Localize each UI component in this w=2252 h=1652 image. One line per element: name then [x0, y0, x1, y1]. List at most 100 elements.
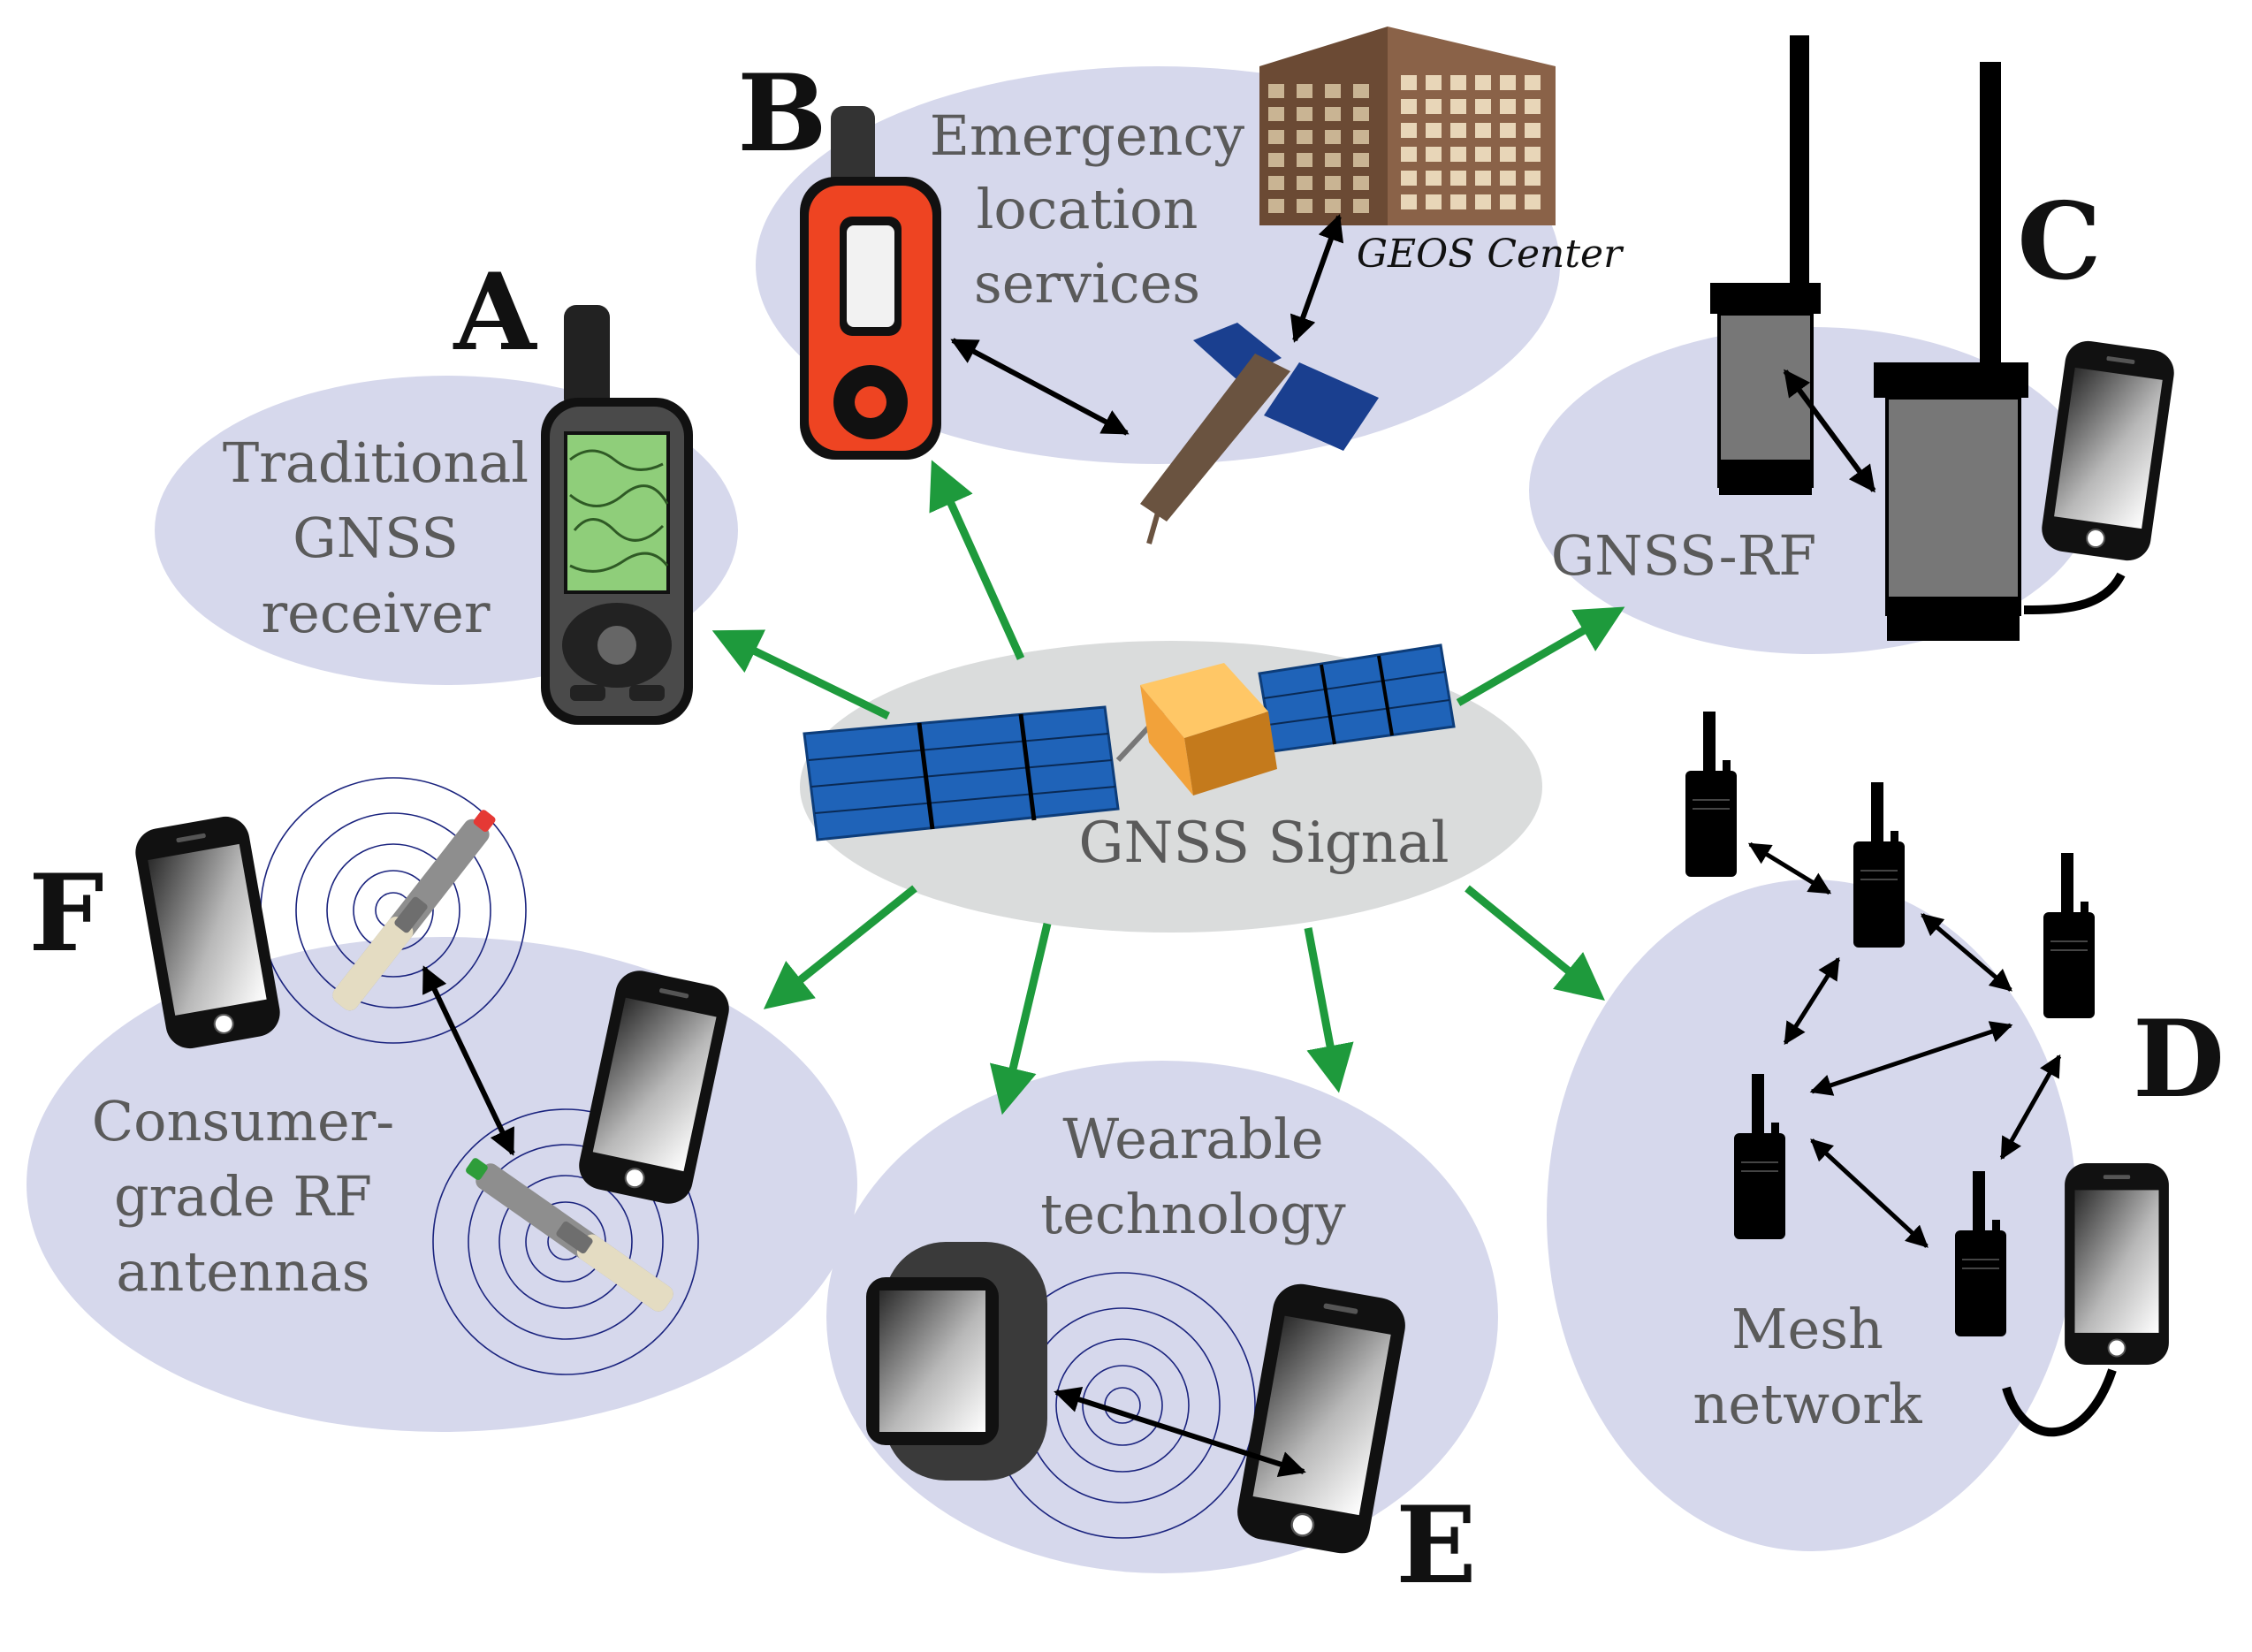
building-window: [1426, 123, 1442, 138]
building-window: [1500, 123, 1516, 138]
building-window: [1475, 123, 1491, 138]
building-window: [1525, 123, 1541, 138]
arrow-to-b: [929, 460, 1025, 660]
building-window: [1325, 107, 1341, 121]
building-window: [1297, 153, 1312, 167]
label-e-letter: E: [1396, 1483, 1476, 1608]
arrow-to-e2: [1304, 927, 1354, 1093]
rf-antenna-icon-1: [329, 810, 496, 1015]
building-window: [1353, 84, 1369, 98]
building-window: [1268, 153, 1284, 167]
radio-icon-1: [1685, 711, 1738, 878]
building-window: [1500, 147, 1516, 162]
building-window: [1426, 75, 1442, 90]
building-window: [1426, 171, 1442, 186]
wearable-link-arrow: [1054, 1386, 1306, 1478]
building-window: [1353, 130, 1369, 144]
building-window: [1525, 147, 1541, 162]
phone-icon-d: [2064, 1162, 2170, 1366]
building-window: [1268, 176, 1284, 190]
building-window: [1475, 99, 1491, 114]
building-window: [1325, 153, 1341, 167]
building-window: [1297, 199, 1312, 213]
phone-icon-c: [2037, 337, 2179, 565]
label-a-line-2: GNSS: [293, 506, 459, 570]
building-window: [1450, 194, 1466, 209]
building-window: [1525, 99, 1541, 114]
label-c-letter: C: [2017, 179, 2102, 304]
arrow-to-c: [1456, 606, 1625, 706]
label-d-letter: D: [2133, 997, 2225, 1122]
label-f-line-1: Consumer-: [92, 1089, 395, 1153]
smartwatch-icon: [866, 1242, 1047, 1481]
satellite-messenger-icon: [800, 106, 941, 460]
gps-receiver-icon: [541, 305, 693, 725]
label-b-letter: B: [737, 51, 826, 176]
building-window: [1268, 199, 1284, 213]
building-window: [1500, 171, 1516, 186]
building-window: [1401, 75, 1417, 90]
building-window: [1500, 99, 1516, 114]
building-window: [1475, 171, 1491, 186]
building-window: [1450, 123, 1466, 138]
label-a-line-1: Traditional: [223, 430, 529, 495]
building-window: [1450, 171, 1466, 186]
label-a-line-3: receiver: [262, 581, 491, 645]
comm-satellite-icon: [1140, 323, 1379, 544]
building-window: [1401, 123, 1417, 138]
building-window: [1401, 194, 1417, 209]
arrow-to-f: [763, 885, 917, 1009]
label-b-line-1: Emergency: [930, 103, 1244, 168]
building-window: [1297, 176, 1312, 190]
center-label: GNSS Signal: [1078, 811, 1449, 876]
building-window: [1297, 130, 1312, 144]
building-icon: [1259, 27, 1556, 225]
building-window: [1450, 99, 1466, 114]
building-window: [1426, 147, 1442, 162]
building-window: [1297, 107, 1312, 121]
building-window: [1426, 194, 1442, 209]
building-window: [1475, 147, 1491, 162]
building-window: [1450, 147, 1466, 162]
arrow-to-a: [711, 629, 890, 720]
radio-icon-3: [2043, 852, 2096, 1019]
label-f-letter: F: [28, 851, 103, 976]
gnss-satellite-icon: [803, 643, 1456, 841]
building-window: [1401, 99, 1417, 114]
building-window: [1426, 99, 1442, 114]
building-window: [1353, 176, 1369, 190]
building-window: [1525, 171, 1541, 186]
label-b-line-2: location: [977, 177, 1198, 241]
label-d-line-1: Mesh: [1731, 1297, 1883, 1361]
label-f-line-3: antennas: [116, 1239, 369, 1304]
building-window: [1525, 75, 1541, 90]
label-d-line-2: network: [1693, 1372, 1922, 1436]
building-window: [1475, 75, 1491, 90]
building-window: [1268, 130, 1284, 144]
building-window: [1353, 153, 1369, 167]
building-window: [1450, 75, 1466, 90]
label-c-line-1: GNSS-RF: [1551, 523, 1817, 588]
building-window: [1325, 84, 1341, 98]
arrow-to-e1: [989, 922, 1052, 1115]
mesh-link-arrows: [1747, 841, 2062, 1248]
label-e-line-2: technology: [1040, 1182, 1345, 1246]
building-window: [1353, 199, 1369, 213]
building-window: [1325, 176, 1341, 190]
label-e-line-1: Wearable: [1062, 1107, 1323, 1171]
rf-antenna-icon-2: [466, 1158, 677, 1315]
building-window: [1401, 147, 1417, 162]
building-window: [1353, 107, 1369, 121]
building-window: [1268, 107, 1284, 121]
building-window: [1500, 194, 1516, 209]
building-window: [1297, 84, 1312, 98]
building-window: [1500, 75, 1516, 90]
arrow-to-d: [1465, 885, 1605, 1001]
building-window: [1268, 84, 1284, 98]
building-window: [1401, 171, 1417, 186]
rf-link-arrow-c: [1783, 369, 1876, 493]
radio-icon-2: [1853, 781, 1906, 948]
building-window: [1325, 199, 1341, 213]
antenna-link-arrow: [422, 965, 515, 1156]
